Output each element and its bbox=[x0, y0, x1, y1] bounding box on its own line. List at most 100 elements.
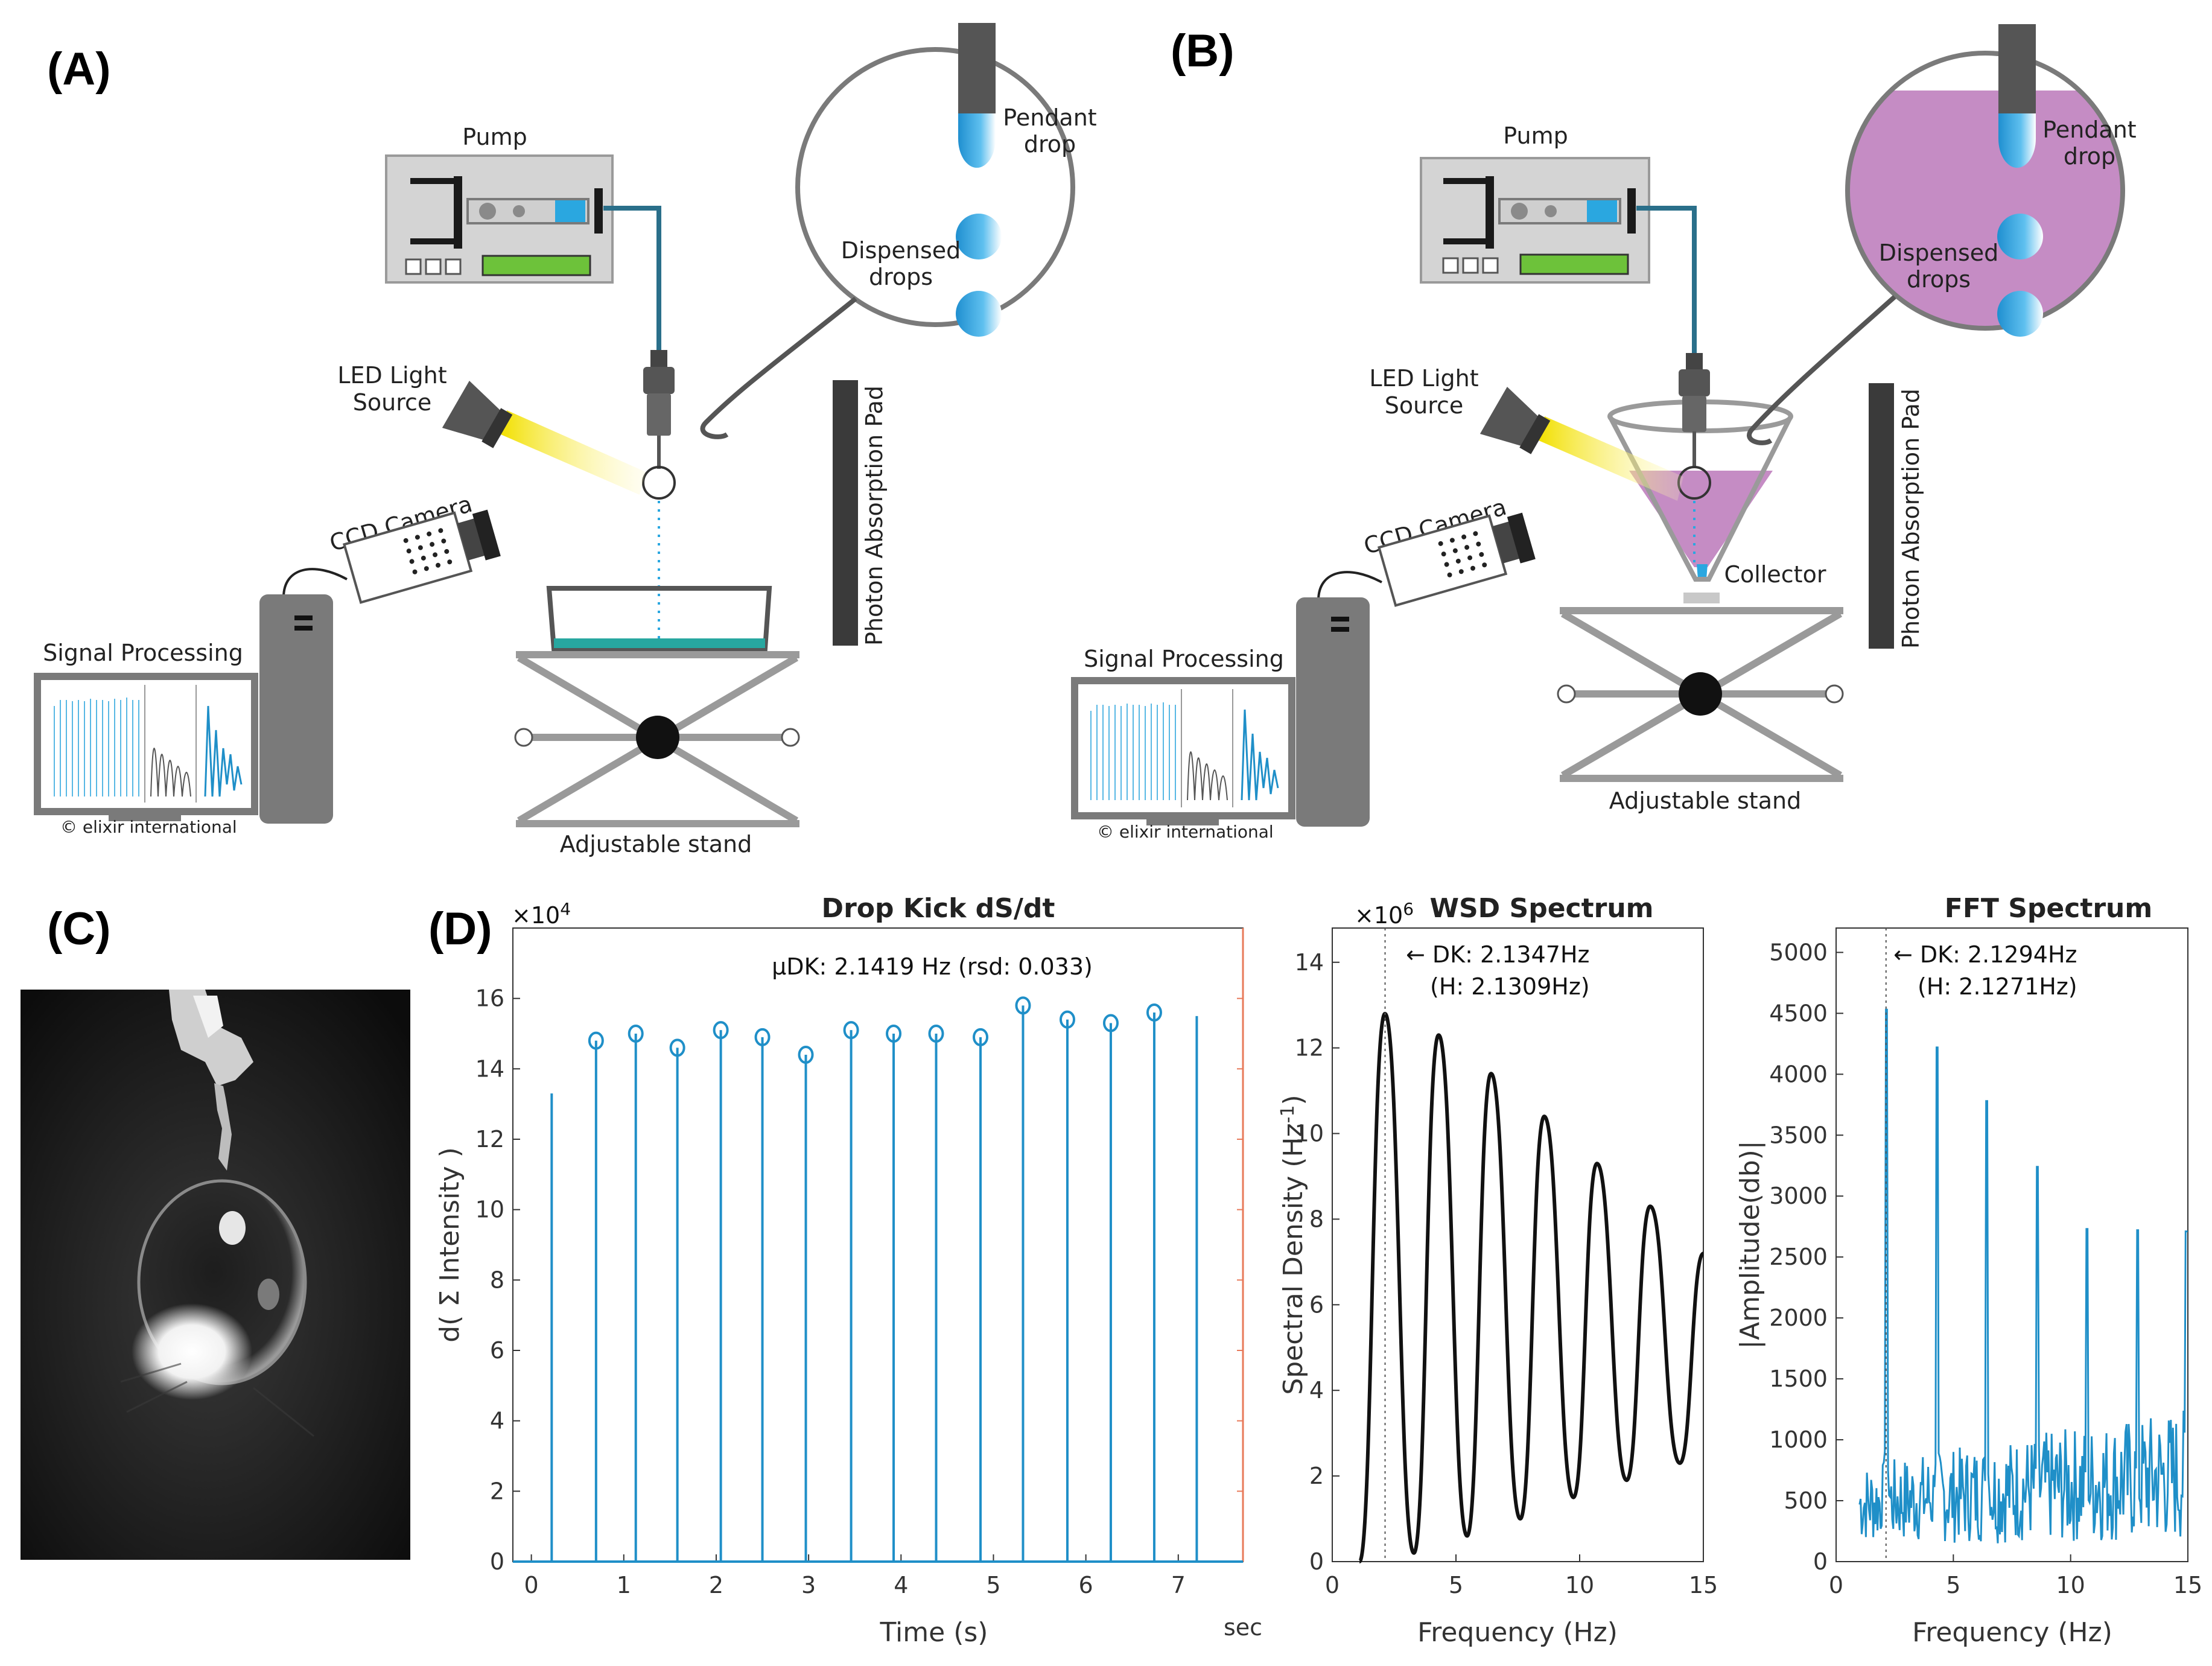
camera-cable bbox=[282, 568, 348, 598]
chart-fft-spectrum: FFT Spectrum ← DK: 2.1294Hz (H: 2.1271Hz… bbox=[1735, 893, 2202, 1648]
chart1-ytick-label: 14 bbox=[475, 1055, 504, 1082]
chart1-title: Drop Kick dS/dt bbox=[822, 893, 1055, 924]
dispensed-label-a-2: drops bbox=[869, 264, 933, 290]
chart1-ytick-label: 0 bbox=[490, 1548, 504, 1575]
stand-pivot-right-b bbox=[1825, 684, 1844, 704]
copyright-a: © elixir international bbox=[60, 817, 237, 837]
zoom-needle-a bbox=[958, 23, 996, 113]
dispensed-drop-b-2 bbox=[1997, 291, 2043, 337]
dispensed-label-b-1: Dispensed bbox=[1879, 240, 1999, 266]
monitor bbox=[34, 673, 258, 821]
chart2-annotation-1: ← DK: 2.1347Hz bbox=[1406, 941, 1589, 968]
stand-label-a: Adjustable stand bbox=[560, 831, 752, 857]
chart2-ytick-label: 6 bbox=[1309, 1291, 1324, 1318]
led-beam bbox=[501, 410, 646, 495]
chart2-series bbox=[1358, 928, 1705, 1563]
collection-tray bbox=[546, 586, 772, 651]
panel-label-a: (A) bbox=[47, 43, 111, 95]
dispensed-label-a-1: Dispensed bbox=[841, 237, 961, 264]
chart2-ytick-label: 10 bbox=[1295, 1121, 1324, 1147]
chart1-marker bbox=[928, 1025, 944, 1043]
chart3-annotation-2: (H: 2.1271Hz) bbox=[1918, 973, 2077, 1000]
chart2-ylabel-close: ) bbox=[1278, 1095, 1309, 1105]
chart3-series bbox=[1858, 928, 2188, 1562]
chart1-multiplier-base: ×10 bbox=[512, 902, 560, 929]
chart3-ytick-label: 1000 bbox=[1769, 1426, 1828, 1453]
copyright-b: © elixir international bbox=[1097, 822, 1274, 842]
chart1-marker bbox=[1059, 1010, 1075, 1029]
panel-b: Pump bbox=[1071, 24, 2137, 842]
computer-tower-b bbox=[1296, 597, 1370, 827]
pendant-label-a-1: Pendant bbox=[1003, 104, 1096, 131]
chart3-ylabel: |Amplitude(db)| bbox=[1735, 1140, 1765, 1349]
pendant-drop-b bbox=[1998, 113, 2036, 168]
chart1-ytick-label: 10 bbox=[475, 1197, 504, 1223]
tubing-b bbox=[1636, 206, 1697, 356]
led-label-b-2: Source bbox=[1385, 392, 1464, 419]
zoom-pointer-a bbox=[700, 296, 857, 439]
dispensed-drop-b-1 bbox=[1997, 214, 2043, 259]
chart2-xtick-label: 0 bbox=[1325, 1572, 1340, 1598]
chart1-marker bbox=[588, 1031, 604, 1050]
chart1-multiplier: ×104 bbox=[512, 899, 571, 929]
chart1-ytick-label: 12 bbox=[475, 1126, 504, 1153]
chart3-axes-box bbox=[1835, 927, 2188, 1562]
collector-label: Collector bbox=[1724, 561, 1826, 588]
chart1-xtick-label: 0 bbox=[524, 1572, 539, 1598]
signal-processing-label: Signal Processing bbox=[43, 640, 243, 666]
pad-label-b: Photon Absorption Pad bbox=[1898, 389, 1924, 649]
chart2-ytick-label: 14 bbox=[1295, 949, 1324, 976]
chart3-xtick-label: 15 bbox=[2173, 1572, 2202, 1598]
chart1-right-axis bbox=[1237, 928, 1244, 1562]
chart2-ylabel-main: Spectral Density (Hz bbox=[1278, 1123, 1309, 1394]
chart-wsd-spectrum: WSD Spectrum ×106 ← DK: 2.1347Hz (H: 2.1… bbox=[1277, 893, 1718, 1648]
chart1-ytick-label: 4 bbox=[490, 1408, 504, 1434]
chart1-xtick-label: 3 bbox=[801, 1572, 816, 1598]
chart1-axes-box bbox=[512, 927, 1244, 1562]
stand-pivot-left-b bbox=[1557, 684, 1576, 704]
pump-device bbox=[385, 154, 614, 284]
zoom-circle-b bbox=[1845, 51, 2125, 331]
chart1-xtick-label: 1 bbox=[617, 1572, 631, 1598]
needle-assembly bbox=[643, 350, 675, 469]
pendant-label-b-2: drop bbox=[2064, 143, 2115, 170]
chart3-xlabel: Frequency (Hz) bbox=[1912, 1617, 2112, 1648]
chart1-marker bbox=[973, 1028, 989, 1046]
panel-label-b: (B) bbox=[1171, 25, 1235, 77]
chart1-xtick-label: 4 bbox=[894, 1572, 908, 1598]
chart1-marker bbox=[886, 1025, 902, 1043]
pump-label-b: Pump bbox=[1503, 122, 1568, 149]
chart3-xtick-label: 5 bbox=[1946, 1572, 1960, 1598]
panel-label-d: (D) bbox=[428, 903, 492, 955]
photon-absorption-pad-b bbox=[1869, 383, 1894, 649]
chart1-marker bbox=[1146, 1003, 1162, 1022]
pendant-label-b-1: Pendant bbox=[2042, 116, 2136, 143]
chart1-marker bbox=[798, 1046, 814, 1064]
chart2-line bbox=[1358, 1011, 1705, 1563]
panel-a: Pump LED Light Source bbox=[34, 23, 1097, 857]
chart1-marker bbox=[1015, 996, 1031, 1015]
chart2-multiplier-base: ×10 bbox=[1355, 902, 1403, 929]
panel-c-photo bbox=[21, 990, 410, 1560]
pad-label-a: Photon Absorption Pad bbox=[861, 386, 888, 646]
led-light-source bbox=[442, 381, 513, 448]
chart3-xtick-label: 10 bbox=[2056, 1572, 2085, 1598]
pendant-drop-a bbox=[958, 113, 996, 168]
chart1-xtick-label: 2 bbox=[709, 1572, 723, 1598]
chart1-marker bbox=[754, 1028, 771, 1046]
chart3-xtick-label: 0 bbox=[1829, 1572, 1843, 1598]
chart2-multiplier: ×106 bbox=[1355, 899, 1414, 929]
chart3-title: FFT Spectrum bbox=[1945, 893, 2152, 924]
pendant-label-a-2: drop bbox=[1024, 131, 1076, 157]
chart2-title: WSD Spectrum bbox=[1429, 893, 1653, 924]
led-label-2: Source bbox=[353, 389, 432, 416]
computer-tower bbox=[259, 594, 333, 824]
chart1-xlabel: Time (s) bbox=[880, 1617, 988, 1648]
chart1-marker bbox=[628, 1025, 644, 1043]
ccd-camera-b bbox=[1378, 512, 1536, 607]
chart1-ytick-label: 6 bbox=[490, 1337, 504, 1364]
signal-processing-label-b: Signal Processing bbox=[1084, 646, 1284, 672]
dispensed-label-b-2: drops bbox=[1907, 266, 1971, 293]
chart1-ytick-label: 16 bbox=[475, 985, 504, 1012]
